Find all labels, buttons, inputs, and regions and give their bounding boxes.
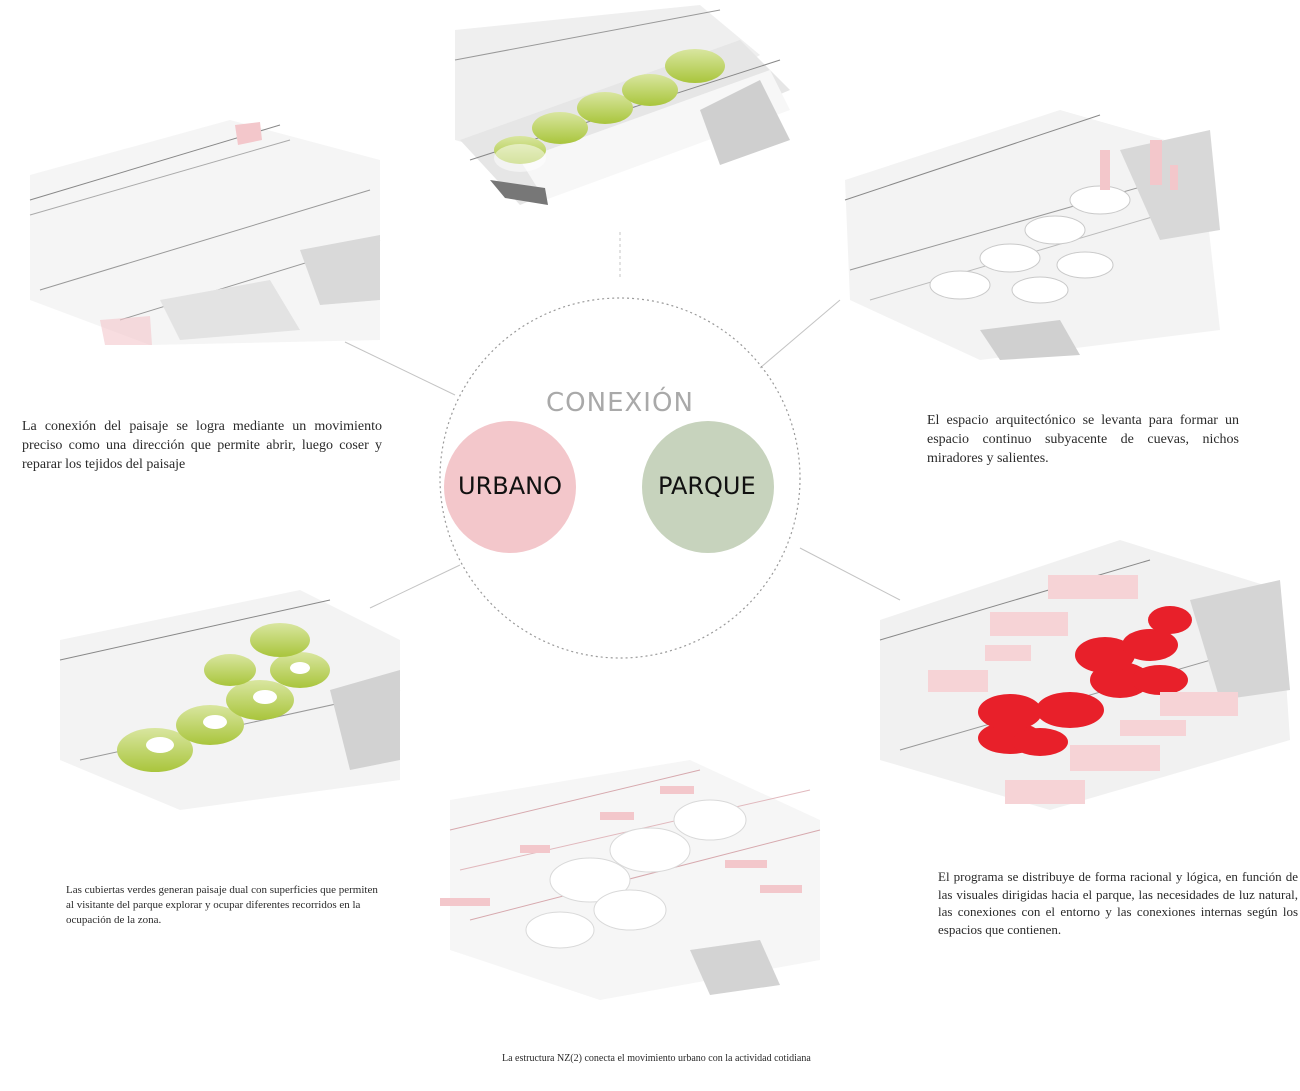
vignette-bottom-center bbox=[440, 760, 821, 1000]
caption-bottom-right: El programa se distribuye de forma racio… bbox=[938, 869, 1298, 937]
caption-bottom-left: Las cubiertas verdes generan paisaje dua… bbox=[66, 884, 378, 926]
caption-top-right: El espacio arquitectónico se levanta par… bbox=[927, 413, 1239, 466]
vignette-top-center bbox=[454, 5, 790, 205]
vignette-bottom-right bbox=[879, 540, 1290, 810]
vignette-bottom-left bbox=[59, 590, 401, 810]
parque-circle bbox=[642, 421, 774, 553]
urbano-circle bbox=[444, 421, 576, 553]
green-roof-cylinders bbox=[117, 623, 330, 772]
vignette-top-left bbox=[29, 120, 381, 345]
urbano-label: URBANO bbox=[458, 472, 562, 500]
caption-bottom-center: La estructura NZ(2) conecta el movimient… bbox=[502, 1053, 811, 1064]
vignette-top-right bbox=[844, 110, 1220, 360]
parque-label: PARQUE bbox=[658, 472, 756, 500]
center-title: CONEXIÓN bbox=[546, 388, 694, 418]
central-circle bbox=[439, 297, 801, 659]
connector-lines bbox=[344, 232, 901, 609]
red-program-volumes bbox=[978, 606, 1192, 756]
green-roof-cylinders bbox=[494, 49, 725, 172]
caption-top-left: La conexión del paisaje se logra mediant… bbox=[22, 419, 382, 472]
